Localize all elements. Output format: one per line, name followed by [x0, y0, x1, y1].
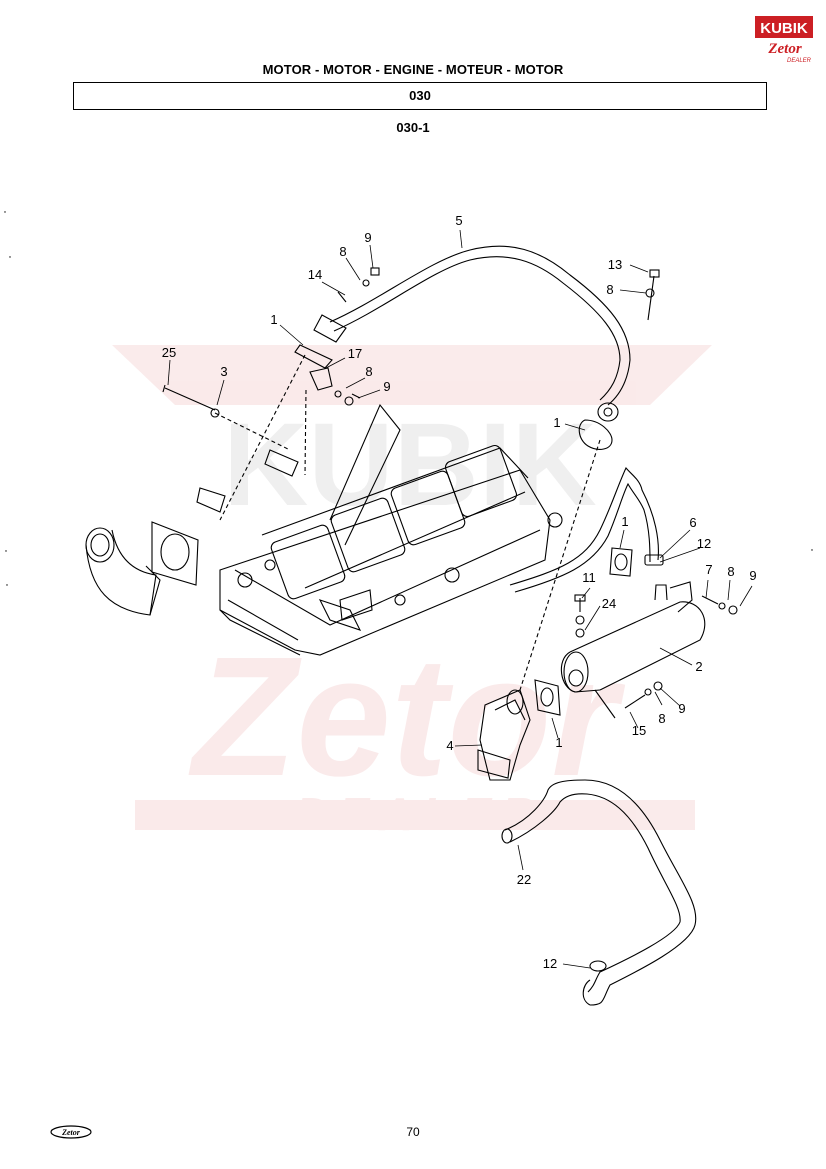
lower-pipe-part-22 — [501, 779, 697, 1006]
callout-1: 1 — [555, 735, 562, 750]
kubik-zetor-logo: KUBIK Zetor DEALER — [755, 16, 813, 64]
page-number: 70 — [406, 1125, 420, 1139]
callout-9: 9 — [749, 568, 756, 583]
pipe-part-6 — [509, 466, 664, 593]
footer-logo-text: Zetor — [61, 1128, 81, 1137]
callout-8: 8 — [339, 244, 346, 259]
upper-pipe-part-5 — [313, 245, 631, 422]
scan-specks — [4, 211, 813, 586]
page-title: MOTOR - MOTOR - ENGINE - MOTEUR - MOTOR — [262, 62, 564, 77]
logo-zetor-text: Zetor — [767, 41, 801, 57]
callout-4: 4 — [446, 738, 453, 753]
callout-6: 6 — [689, 515, 696, 530]
callout-8: 8 — [727, 564, 734, 579]
callout-1: 1 — [553, 415, 560, 430]
watermark-zetor: Zetor — [189, 622, 626, 812]
callout-24: 24 — [602, 596, 616, 611]
watermark-kubik: KUBIK — [223, 399, 597, 531]
callout-8: 8 — [365, 364, 372, 379]
logo-kubik-text: KUBIK — [760, 20, 808, 37]
watermark-dealer: DEALER — [295, 788, 544, 840]
footer-zetor-logo: Zetor — [50, 1125, 92, 1139]
callout-8: 8 — [658, 711, 665, 726]
cooler-part-2 — [560, 581, 706, 719]
callout-15: 15 — [632, 723, 646, 738]
callout-25: 25 — [162, 345, 176, 360]
group-code-box: 030 — [73, 82, 767, 110]
callout-8: 8 — [606, 282, 613, 297]
callout-1: 1 — [621, 514, 628, 529]
callout-14: 14 — [308, 267, 322, 282]
callout-2: 2 — [695, 659, 702, 674]
outlet-elbow — [85, 527, 161, 616]
callout-11: 11 — [582, 570, 596, 585]
callout-13: 13 — [608, 257, 622, 272]
callout-leaders — [167, 229, 753, 969]
callout-7: 7 — [705, 562, 712, 577]
callout-numbers: 5 9 8 14 13 8 1 17 25 3 8 9 1 1 6 12 11 … — [162, 213, 757, 971]
dealer-watermark: KUBIK Zetor DEALER — [112, 345, 712, 840]
callout-5: 5 — [455, 213, 462, 228]
callout-9: 9 — [364, 230, 371, 245]
elbow-fitting-part-4 — [477, 689, 531, 781]
callout-12: 12 — [697, 536, 711, 551]
callout-9: 9 — [678, 701, 685, 716]
callout-9: 9 — [383, 379, 390, 394]
callout-22: 22 — [517, 872, 531, 887]
callout-3: 3 — [220, 364, 227, 379]
callout-12: 12 — [543, 956, 557, 971]
engine-block — [219, 403, 563, 656]
callout-1: 1 — [270, 312, 277, 327]
callout-17: 17 — [348, 346, 362, 361]
logo-dealer-text: DEALER — [787, 58, 812, 64]
figure-code: 030-1 — [396, 120, 430, 135]
